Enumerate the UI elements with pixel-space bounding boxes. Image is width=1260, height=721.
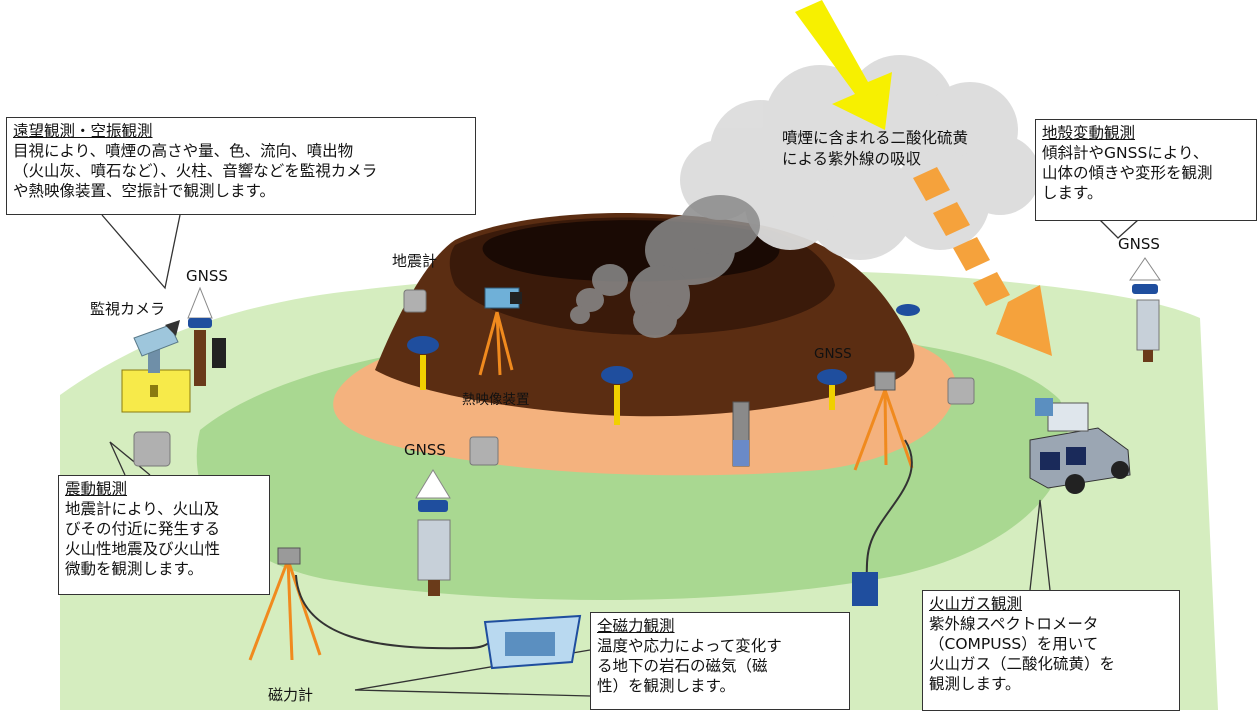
crustal-deformation-body: 傾斜計やGNSSにより、 山体の傾きや変形を観測 します。 (1042, 144, 1213, 202)
callout-lines (101, 214, 1139, 697)
remote-observation-title: 遠望観測・空振観測 (13, 122, 153, 140)
magnetometer-label: 磁力計 (268, 686, 314, 704)
gas-observation-car (1029, 398, 1131, 494)
gnss-right-label: GNSS (1118, 235, 1160, 253)
gnss-center-label: GNSS (814, 346, 852, 362)
seismic-observation-box: 震動観測 地震計により、火山及 びその付近に発生する 火山性地震及び火山性 微動… (58, 475, 270, 595)
magnetic-observation-body: 温度や応力によって変化す る地下の岩石の磁気（磁 性）を観測します。 (597, 637, 782, 695)
gnss-antenna-camera (187, 286, 226, 386)
magnetic-observation-box: 全磁力観測 温度や応力によって変化す る地下の岩石の磁気（磁 性）を観測します。 (590, 612, 850, 710)
gnss-stations-mountain (407, 304, 920, 425)
gnss-left-label: GNSS (404, 441, 446, 459)
magnetometer-tripod-right (852, 371, 914, 606)
remote-observation-box: 遠望観測・空振観測 目視により、噴煙の高さや量、色、流向、噴出物 （火山灰、噴石… (6, 117, 476, 215)
uv-arrow (913, 167, 1052, 356)
monitor-camera (121, 320, 191, 413)
gas-observation-title: 火山ガス観測 (929, 595, 1023, 613)
seismic-observation-title: 震動観測 (65, 480, 128, 498)
gnss-antenna-right (1129, 257, 1161, 362)
gas-observation-body: 紫外線スペクトロメータ （COMPUSS）を用いて 火山ガス（二酸化硫黄）を 観… (929, 615, 1116, 693)
crustal-deformation-title: 地殻変動観測 (1042, 124, 1136, 142)
magnetometer-tripod-left (248, 547, 582, 670)
smoke-plume (570, 195, 760, 338)
uv-absorption-text: 噴煙に含まれる二酸化硫黄 による紫外線の吸収 (782, 129, 969, 168)
tiltmeter-pipe (732, 401, 750, 467)
camera-label: 監視カメラ (90, 300, 166, 318)
gas-observation-box: 火山ガス観測 紫外線スペクトロメータ （COMPUSS）を用いて 火山ガス（二酸… (922, 590, 1180, 711)
seismometer-label: 地震計 (392, 252, 438, 270)
sunlight-arrow (795, 0, 892, 130)
gnss-camera-label: GNSS (186, 267, 228, 285)
seismic-observation-body: 地震計により、火山及 びその付近に発生する 火山性地震及び火山性 微動を観測しま… (65, 500, 221, 578)
gnss-antenna-left (415, 469, 451, 596)
thermal-imager (478, 287, 522, 376)
remote-observation-body: 目視により、噴煙の高さや量、色、流向、噴出物 （火山灰、噴石など）、火柱、音響な… (13, 142, 378, 200)
crustal-deformation-box: 地殻変動観測 傾斜計やGNSSにより、 山体の傾きや変形を観測 します。 (1035, 119, 1257, 221)
thermal-imager-label: 熱映像装置 (462, 392, 530, 408)
magnetic-observation-title: 全磁力観測 (597, 617, 675, 635)
seismometers (133, 289, 975, 467)
